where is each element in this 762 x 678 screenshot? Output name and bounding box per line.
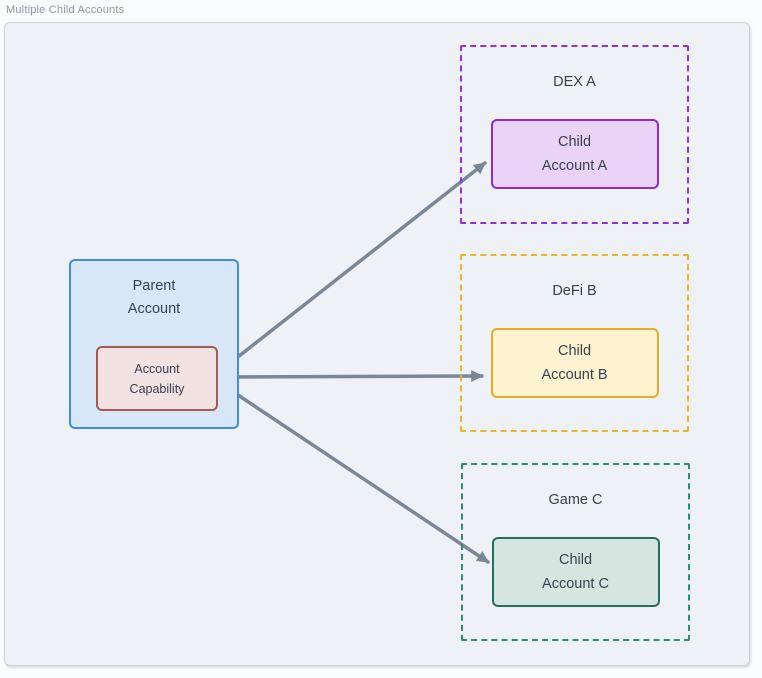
diagram-title: Multiple Child Accounts	[6, 4, 125, 16]
child-a-label-line-1: Child	[557, 134, 592, 150]
arrow-to-child-b	[219, 370, 484, 383]
group-game-c-label: Game C	[548, 492, 603, 508]
capability-label-line-1: Account	[134, 361, 180, 376]
child-account-b-node: Child Account B	[490, 328, 659, 398]
arrow-to-child-c	[218, 381, 490, 564]
capability-label-line-2: Capability	[129, 381, 185, 396]
parent-label-line-1: Parent	[132, 278, 176, 294]
group-defi-b-label: DeFi B	[552, 283, 597, 299]
diagram-canvas: Parent Account Account Capability DEX A …	[4, 22, 750, 666]
child-c-label-line-1: Child	[558, 552, 593, 568]
parent-account-node: Parent Account Account Capability	[69, 259, 239, 429]
child-account-c-node: Child Account C	[491, 537, 660, 607]
parent-account-label: Parent Account	[71, 275, 237, 321]
group-dex-a-label: DEX A	[553, 74, 596, 90]
child-b-label-line-2: Account B	[541, 367, 608, 383]
child-c-label-line-2: Account C	[542, 576, 609, 592]
child-a-label-line-2: Account A	[541, 158, 608, 174]
parent-label-line-2: Account	[127, 301, 181, 317]
account-capability-node: Account Capability	[96, 346, 218, 411]
group-dex-a: DEX A Child Account A	[460, 45, 689, 224]
group-game-c: Game C Child Account C	[461, 463, 690, 641]
group-defi-b: DeFi B Child Account B	[460, 254, 689, 432]
child-b-label-line-1: Child	[557, 343, 592, 359]
arrow-to-child-a	[218, 161, 487, 373]
child-account-a-node: Child Account A	[490, 119, 659, 189]
